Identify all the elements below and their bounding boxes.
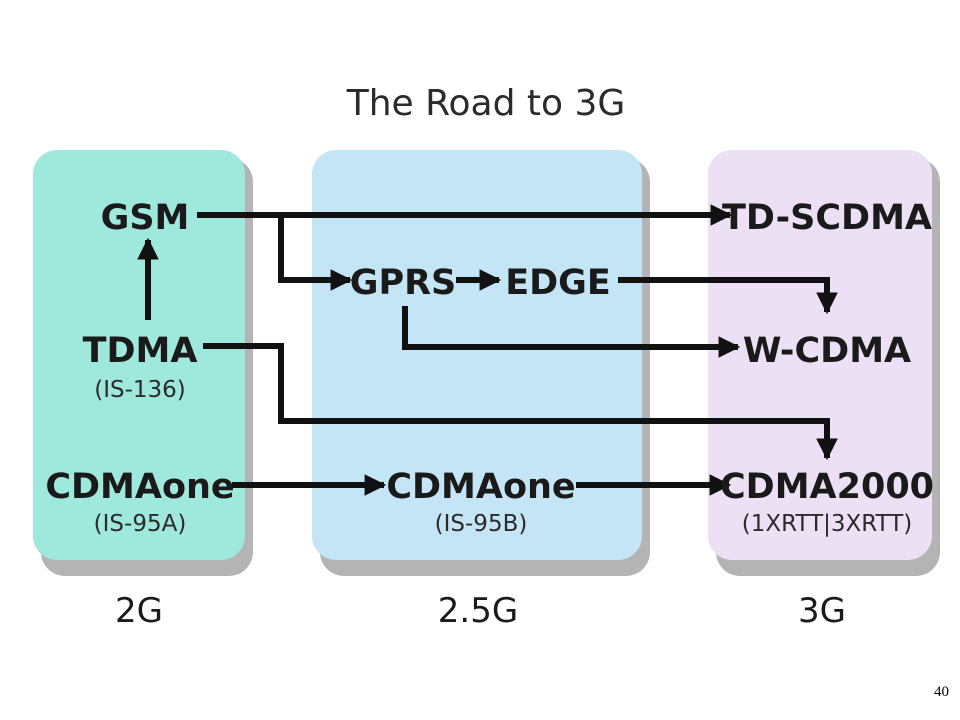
arrow-gprs-to-wcdma bbox=[402, 306, 741, 358]
node-cdma2000: CDMA2000 bbox=[720, 467, 934, 507]
node-tdma-sub: (IS-136) bbox=[94, 377, 186, 403]
node-gprs: GPRS bbox=[350, 263, 457, 303]
node-cdmaone-25g-sub: (IS-95B) bbox=[435, 511, 528, 537]
node-td-scdma: TD-SCDMA bbox=[722, 198, 932, 238]
arrow-edge-to-wcdma bbox=[618, 277, 838, 315]
panel-25g bbox=[312, 150, 642, 560]
diagram-title: The Road to 3G bbox=[346, 83, 626, 124]
node-cdmaone-2g-sub: (IS-95A) bbox=[94, 511, 187, 537]
label-2g: 2G bbox=[115, 591, 163, 631]
panel-2g bbox=[33, 150, 245, 560]
label-3g: 3G bbox=[798, 591, 846, 631]
node-tdma: TDMA bbox=[83, 331, 198, 371]
panel-3g bbox=[708, 150, 932, 560]
node-gsm: GSM bbox=[101, 198, 190, 238]
node-cdma2000-sub: (1XRTT|3XRTT) bbox=[742, 511, 912, 537]
connector-arrows bbox=[137, 204, 838, 496]
page-number: 40 bbox=[934, 684, 949, 700]
arrow-tdma-to-cdma2000 bbox=[203, 343, 838, 461]
node-cdmaone-2g: CDMAone bbox=[45, 467, 234, 507]
label-25g: 2.5G bbox=[438, 591, 518, 631]
node-w-cdma: W-CDMA bbox=[743, 331, 911, 371]
arrow-gsm-to-gprs bbox=[278, 215, 353, 291]
node-cdmaone-25g: CDMAone bbox=[386, 467, 575, 507]
node-edge: EDGE bbox=[505, 263, 611, 303]
